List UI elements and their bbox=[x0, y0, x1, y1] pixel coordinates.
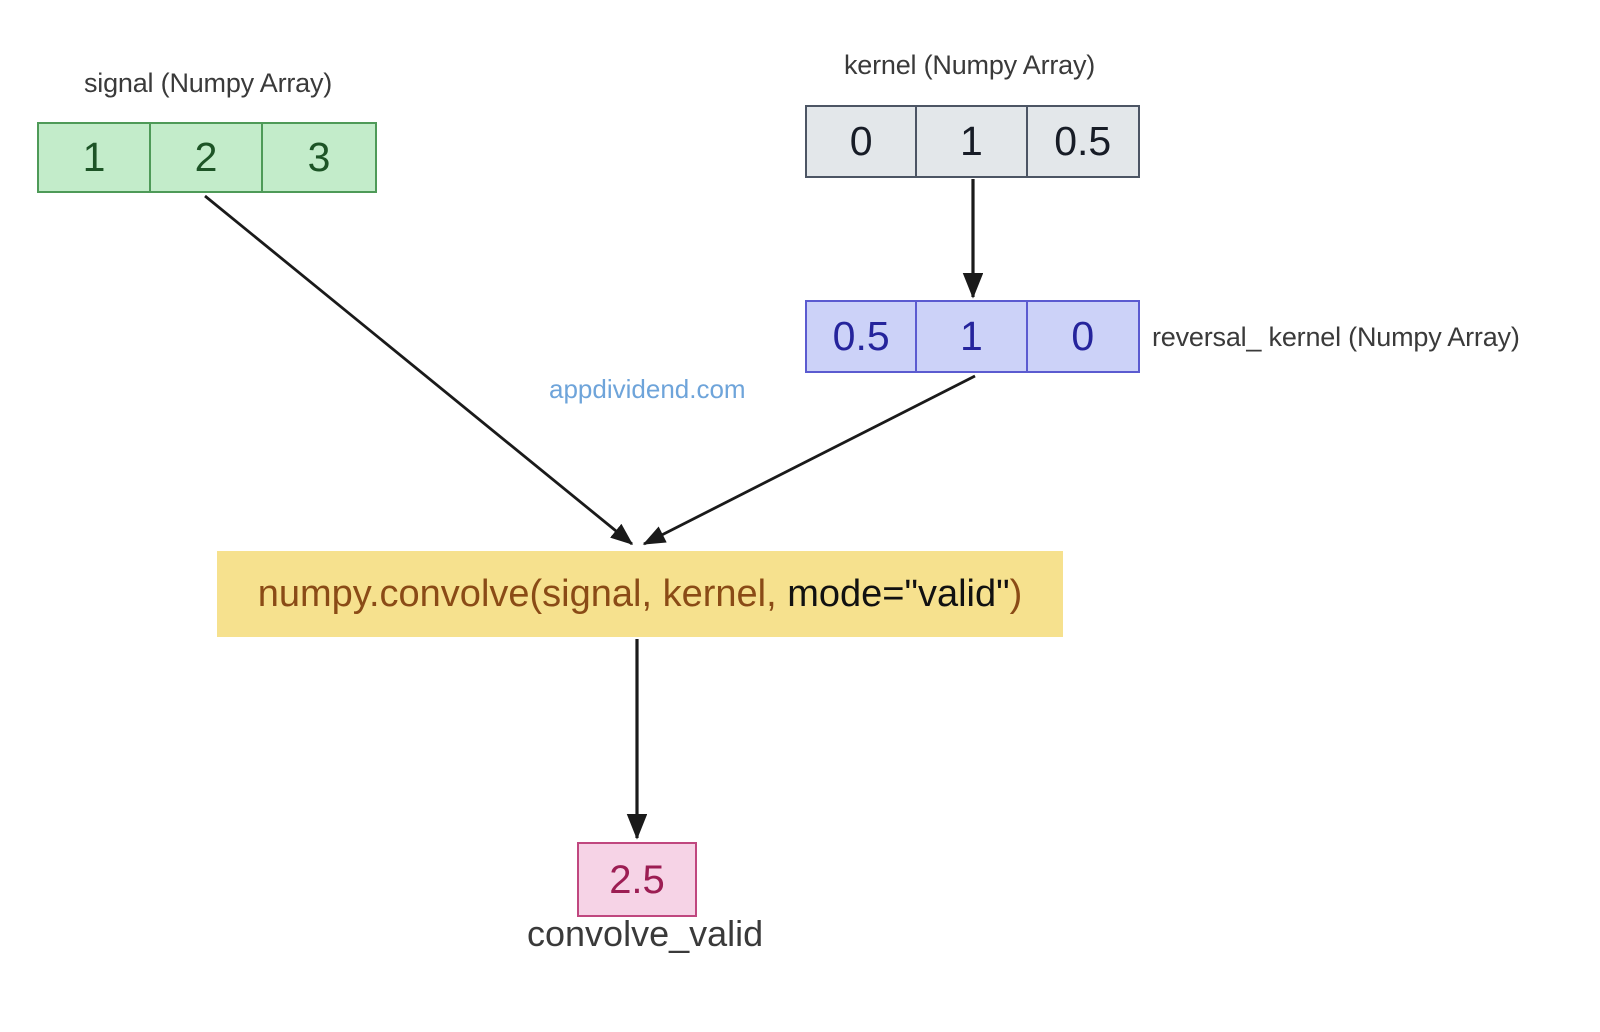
function-call-text: numpy.convolve(signal, kernel, mode="val… bbox=[258, 575, 1023, 613]
signal-array: 1 2 3 bbox=[37, 122, 377, 193]
kernel-caption: kernel (Numpy Array) bbox=[844, 50, 1096, 80]
signal-caption: signal (Numpy Array) bbox=[84, 68, 333, 98]
watermark: appdividend.com bbox=[549, 374, 746, 404]
signal-cell-0: 1 bbox=[39, 124, 151, 191]
signal-cell-2: 3 bbox=[307, 134, 331, 180]
arrow-signal-to-function bbox=[204, 194, 634, 546]
reversal-kernel-array: 0.5 1 0 bbox=[805, 300, 1140, 373]
kernel-cell-1: 1 bbox=[917, 107, 1028, 176]
reversal-kernel-caption: reversal_ kernel (Numpy Array) bbox=[1152, 322, 1520, 352]
reversal-kernel-cell-0: 0.5 bbox=[807, 302, 918, 371]
kernel-cell-0: 0 bbox=[807, 107, 918, 176]
function-mode-argument: mode="valid" bbox=[787, 573, 1010, 615]
kernel-cell-2: 0.5 bbox=[1054, 118, 1112, 164]
result-value: 2.5 bbox=[609, 857, 665, 902]
signal-cell-1: 2 bbox=[151, 124, 263, 191]
reversal-kernel-cell-2: 0 bbox=[1071, 313, 1095, 359]
result-caption: convolve_valid bbox=[527, 913, 764, 954]
kernel-array: 0 1 0.5 bbox=[805, 105, 1140, 178]
function-call-box: numpy.convolve(signal, kernel, mode="val… bbox=[217, 551, 1063, 637]
result-box: 2.5 bbox=[577, 842, 697, 917]
function-prefix: numpy.convolve(signal, kernel, bbox=[257, 573, 788, 615]
function-suffix: ) bbox=[1009, 573, 1023, 615]
reversal-kernel-cell-1: 1 bbox=[917, 302, 1028, 371]
